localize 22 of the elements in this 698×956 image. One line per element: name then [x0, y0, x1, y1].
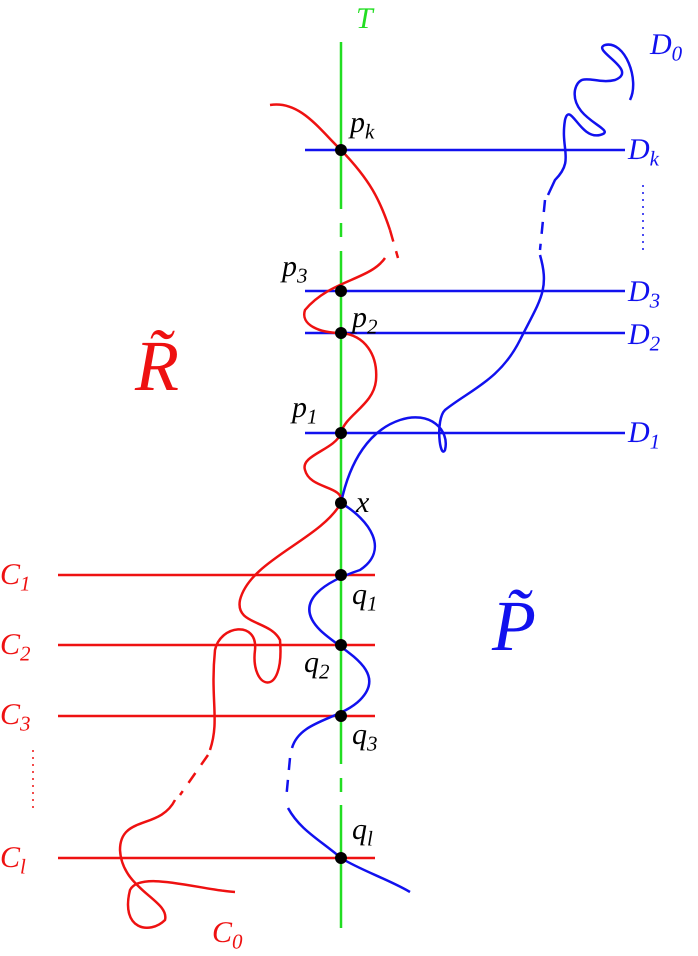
point-label: q$_{2}$	[304, 648, 330, 678]
point-label: D$_{k}$	[628, 135, 659, 165]
point-label: p$_{k}$	[350, 108, 374, 138]
point-label: x	[356, 488, 370, 518]
point-label: T	[356, 4, 373, 34]
point-label: C$_{0}$	[212, 918, 243, 948]
point-label: C$_{l}$	[0, 843, 26, 873]
point-label: q$_{3}$	[352, 720, 378, 750]
point-label: C$_{3}$	[0, 700, 31, 730]
point-label: p$_{2}$	[352, 303, 378, 333]
point-label: q$_{l}$	[352, 815, 373, 845]
point-label: D$_{1}$	[628, 418, 660, 448]
point-label: D$_{3}$	[628, 277, 660, 307]
point-label: D$_{2}$	[628, 320, 660, 350]
point-label: D$_{0}$	[650, 30, 682, 60]
point-label: p$_{1}$	[292, 393, 318, 423]
region-label: P̃	[492, 590, 536, 662]
point-label: p$_{3}$	[282, 252, 308, 282]
point-label: C$_{2}$	[0, 630, 31, 660]
point-label: q$_{1}$	[352, 580, 378, 610]
region-label: R̃	[135, 330, 179, 402]
point-label: C$_{1}$	[0, 560, 31, 590]
